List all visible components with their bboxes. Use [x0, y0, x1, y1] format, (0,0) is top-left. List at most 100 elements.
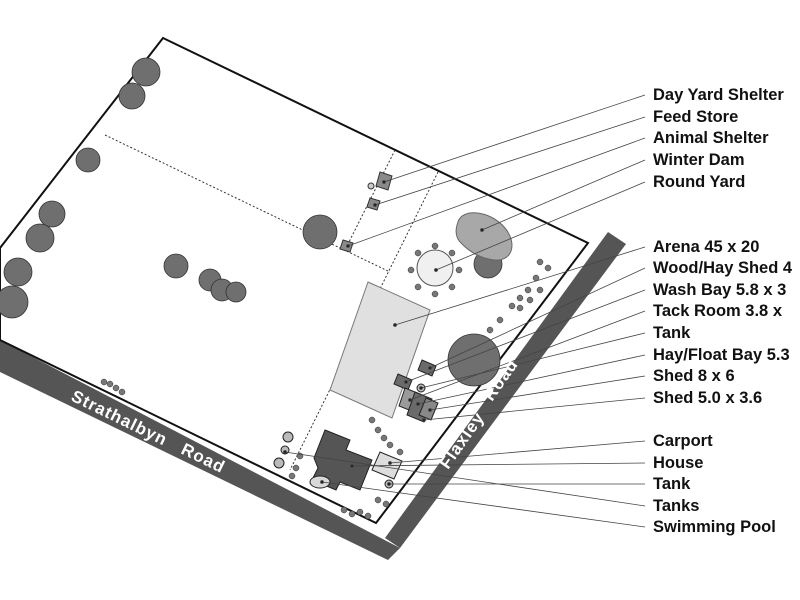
tree [25, 223, 55, 253]
leader-line [420, 332, 646, 389]
tree [38, 200, 66, 228]
shrub [431, 290, 439, 298]
leader-line [429, 267, 646, 369]
legend-wash-bay: Wash Bay 5.8 x 3 [653, 281, 786, 299]
winter-dam [455, 212, 513, 261]
legend-house: House [653, 454, 703, 472]
leader-dot [387, 482, 391, 486]
roads [0, 232, 626, 560]
property-boundary [0, 36, 590, 525]
shrub [396, 448, 404, 456]
small-tank [367, 182, 375, 190]
legend-animal-shelter: Animal Shelter [653, 129, 769, 147]
shrub [508, 302, 516, 310]
shrub [448, 283, 456, 291]
shrub [516, 304, 524, 312]
legend-shed-8x6: Shed 8 x 6 [653, 367, 735, 385]
leader-dot [428, 366, 432, 370]
shrub [348, 510, 356, 518]
round-yard [416, 249, 454, 287]
leader-dot [419, 386, 423, 390]
leader-line [423, 397, 646, 421]
shrub [455, 266, 463, 274]
shrub [448, 249, 456, 257]
legend-arena: Arena 45 x 20 [653, 238, 759, 256]
leader-dot [416, 402, 420, 406]
flaxley-road [385, 232, 626, 548]
shrub [100, 378, 108, 386]
legend-day-yard-shelter: Day Yard Shelter [653, 86, 784, 104]
tree [3, 257, 33, 287]
legend-wood-hay-shed: Wood/Hay Shed 4 [653, 259, 793, 277]
shrub [292, 464, 300, 472]
legend-feed-store: Feed Store [653, 108, 738, 126]
leader-dot [283, 450, 287, 454]
shrub [340, 506, 348, 514]
legend-tank-2: Tank [653, 475, 691, 493]
tanks-3 [273, 457, 285, 469]
leader-dot [388, 461, 392, 465]
tree [118, 82, 146, 110]
legend-hay-float-bay: Hay/Float Bay 5.3 [653, 346, 790, 364]
legend-swimming-pool: Swimming Pool [653, 518, 776, 536]
leader-dot [350, 464, 354, 468]
leader-line [409, 310, 646, 401]
shrub [536, 258, 544, 266]
shrub [496, 316, 504, 324]
tree [75, 147, 101, 173]
tree [131, 57, 161, 87]
leader-line [321, 481, 646, 528]
leader-dot [382, 180, 386, 184]
leader-lines [283, 94, 646, 528]
leader-line [405, 289, 646, 383]
shrub [544, 264, 552, 272]
strathalbyn-road [0, 340, 400, 560]
shrub [486, 326, 494, 334]
leader-line [351, 462, 646, 467]
leader-line [374, 116, 646, 206]
shrub [106, 380, 114, 388]
leader-line [347, 137, 646, 247]
tanks-1 [282, 431, 294, 443]
shrub [516, 294, 524, 302]
shrub [112, 384, 120, 392]
leader-dot [373, 203, 377, 207]
shrub [364, 512, 372, 520]
shrub [414, 249, 422, 257]
shrub [382, 500, 390, 508]
tree [225, 281, 247, 303]
leader-dot [428, 408, 432, 412]
shrub [288, 472, 296, 480]
shrub [368, 416, 376, 424]
shrub [386, 441, 394, 449]
trees [0, 57, 552, 520]
shrub [118, 388, 126, 396]
shrub [414, 283, 422, 291]
legend-carport: Carport [653, 432, 713, 450]
leader-dot [480, 228, 484, 232]
leader-line [389, 440, 646, 464]
leader-line [383, 94, 646, 183]
leader-dot [404, 380, 408, 384]
leader-dot [408, 398, 412, 402]
shrub [407, 266, 415, 274]
swimming-pool [309, 475, 331, 489]
internal-fences [104, 134, 439, 471]
leader-dot [346, 244, 350, 248]
shrub [524, 286, 532, 294]
legend-tanks: Tanks [653, 497, 699, 515]
tree [302, 214, 338, 250]
legend: Day Yard Shelter Feed Store Animal Shelt… [653, 86, 793, 536]
leader-line [394, 246, 646, 326]
legend-round-yard: Round Yard [653, 173, 745, 191]
house [311, 429, 373, 491]
leader-line [435, 181, 646, 271]
legend-tack-room: Tack Room 3.8 x [653, 302, 783, 320]
leader-line [481, 159, 646, 231]
shrub [374, 496, 382, 504]
leader-dot [393, 323, 397, 327]
tree [163, 253, 189, 279]
leader-line [429, 375, 646, 411]
tree [0, 285, 29, 319]
